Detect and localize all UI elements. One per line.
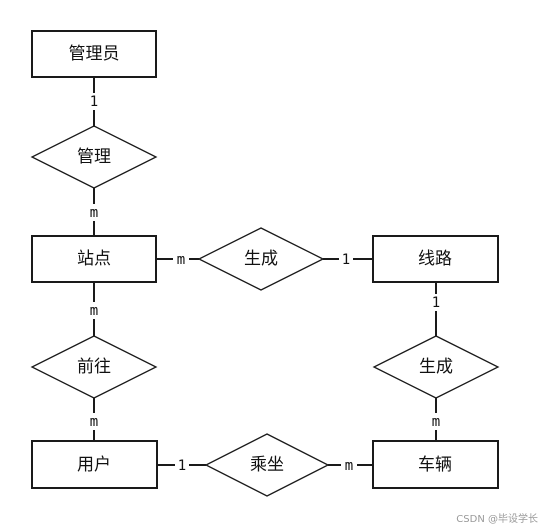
cardinality-manage-station: m	[90, 205, 98, 221]
relationship-manage-label: 管理	[77, 147, 111, 167]
entity-vehicle: 车辆	[372, 440, 499, 489]
cardinality-bg	[87, 93, 101, 110]
cardinality-generate-vehicle: m	[432, 414, 440, 430]
relationship-manage: 管理	[30, 125, 158, 189]
relationship-go-to: 前往	[30, 335, 158, 399]
relationship-generate-route: 生成	[197, 227, 325, 291]
relationship-generate-vehicle: 生成	[372, 335, 500, 399]
entity-admin: 管理员	[31, 30, 157, 78]
cardinality-bg	[339, 251, 353, 268]
entity-route-label: 线路	[418, 249, 452, 269]
cardinality-station-generate: m	[177, 252, 185, 268]
relationship-generate-route-diamond	[197, 227, 325, 291]
cardinality-bg	[428, 413, 444, 430]
entity-route: 线路	[372, 235, 499, 283]
relationship-ride: 乘坐	[204, 433, 330, 497]
cardinality-bg	[429, 294, 443, 311]
cardinality-bg	[175, 457, 189, 474]
relationship-ride-diamond	[204, 433, 330, 497]
relationship-go-to-diamond	[30, 335, 158, 399]
cardinality-bg	[86, 204, 102, 221]
entity-user-box	[31, 440, 158, 489]
cardinality-bg	[341, 457, 357, 474]
cardinality-goto-user: m	[90, 414, 98, 430]
entity-vehicle-label: 车辆	[418, 455, 452, 475]
relationship-go-to-label: 前往	[77, 357, 111, 377]
entity-user: 用户	[31, 440, 158, 489]
entity-station: 站点	[31, 235, 157, 283]
cardinality-labels: 1 m m 1 m m 1 m 1 m	[86, 93, 444, 474]
entity-admin-label: 管理员	[69, 44, 120, 64]
cardinality-user-ride: 1	[178, 458, 186, 474]
cardinality-bg	[173, 251, 189, 268]
cardinality-bg	[86, 302, 102, 319]
cardinality-route-generate: 1	[432, 295, 440, 311]
entity-route-box	[372, 235, 499, 283]
cardinality-station-goto: m	[90, 303, 98, 319]
cardinality-generate-route: 1	[342, 252, 350, 268]
entity-admin-box	[31, 30, 157, 78]
entity-vehicle-box	[372, 440, 499, 489]
relationship-manage-diamond	[30, 125, 158, 189]
cardinality-admin-manage: 1	[90, 94, 98, 110]
watermark: CSDN @毕设学长	[456, 514, 538, 525]
entity-station-label: 站点	[77, 249, 111, 269]
relationship-generate-route-label: 生成	[244, 249, 278, 269]
relationship-generate-vehicle-diamond	[372, 335, 500, 399]
cardinality-bg	[86, 413, 102, 430]
cardinality-ride-vehicle: m	[345, 458, 353, 474]
relationship-ride-label: 乘坐	[250, 455, 284, 475]
entity-user-label: 用户	[77, 455, 111, 475]
entity-station-box	[31, 235, 157, 283]
relationship-generate-vehicle-label: 生成	[419, 357, 453, 377]
